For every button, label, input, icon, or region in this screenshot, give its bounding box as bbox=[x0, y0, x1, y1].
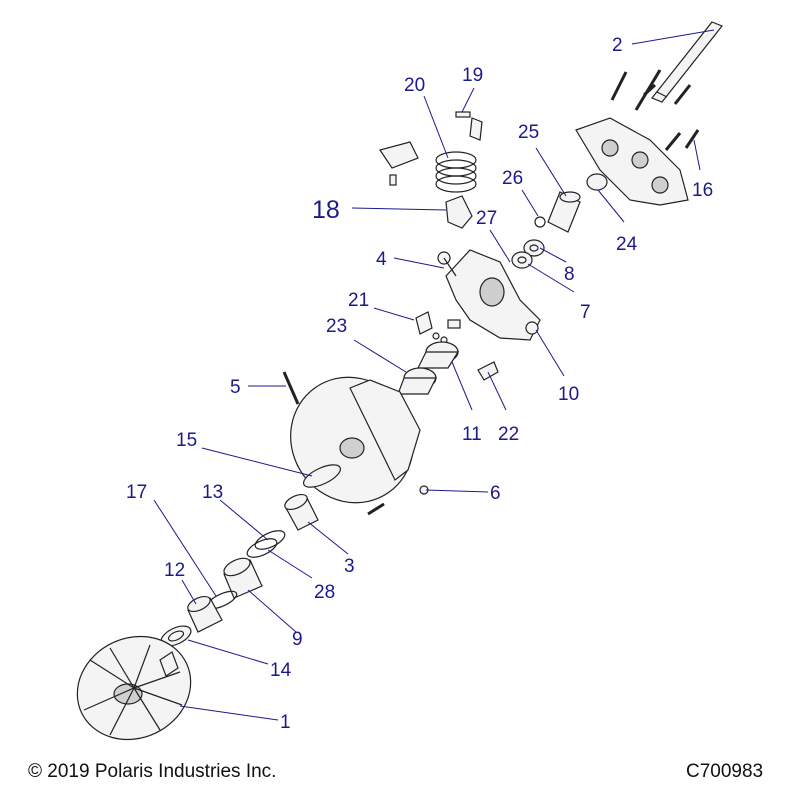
leader-lines bbox=[153, 29, 715, 721]
callout-14: 14 bbox=[270, 660, 292, 681]
callout-21: 21 bbox=[348, 290, 369, 311]
callout-19: 19 bbox=[462, 65, 483, 86]
part-7-washer bbox=[511, 251, 533, 269]
part-12-bearing bbox=[187, 595, 223, 633]
part-23-bushing bbox=[397, 367, 437, 395]
part-21-bushing bbox=[415, 311, 433, 335]
part-15-ring bbox=[302, 464, 342, 488]
part-4-housing bbox=[437, 249, 541, 341]
callout-18: 18 bbox=[312, 196, 340, 224]
callout-13: 13 bbox=[202, 482, 223, 503]
callout-22: 22 bbox=[498, 424, 519, 445]
callout-1: 1 bbox=[280, 712, 291, 733]
callout-20: 20 bbox=[404, 75, 425, 96]
part-bolt-lower bbox=[367, 502, 385, 516]
part-20-spring bbox=[435, 151, 477, 193]
callout-24: 24 bbox=[616, 234, 638, 255]
callout-16: 16 bbox=[692, 180, 713, 201]
callout-12: 12 bbox=[164, 560, 185, 581]
callout-labels: 2 19 20 18 25 26 27 4 8 7 21 23 10 11 22… bbox=[126, 35, 713, 733]
callout-10: 10 bbox=[558, 384, 579, 405]
callout-23: 23 bbox=[326, 316, 347, 337]
part-8-washer bbox=[523, 239, 545, 257]
callout-3: 3 bbox=[344, 556, 355, 577]
part-2-shaft bbox=[651, 21, 723, 103]
callout-26: 26 bbox=[502, 168, 523, 189]
callout-5: 5 bbox=[230, 377, 241, 398]
part-5-pin bbox=[282, 371, 300, 405]
part-25-roller bbox=[547, 191, 581, 233]
part-3-bushing bbox=[284, 493, 319, 531]
callout-11: 11 bbox=[462, 424, 482, 445]
callout-25: 25 bbox=[518, 122, 539, 143]
callout-27: 27 bbox=[476, 208, 497, 229]
part-small-rollers bbox=[432, 319, 461, 344]
callout-28: 28 bbox=[314, 582, 335, 603]
callout-4: 4 bbox=[376, 249, 387, 270]
copyright-notice: © 2019 Polaris Industries Inc. bbox=[28, 761, 277, 782]
callout-15: 15 bbox=[176, 430, 197, 451]
drawing-id: C700983 bbox=[686, 761, 764, 782]
part-11-bushing bbox=[417, 341, 460, 369]
part-13-28-rings bbox=[246, 530, 286, 558]
part-9-bearing bbox=[223, 557, 263, 599]
callout-17: 17 bbox=[126, 482, 147, 503]
part-26-oring bbox=[534, 216, 546, 228]
callout-8: 8 bbox=[564, 264, 575, 285]
part-22-pin bbox=[477, 361, 499, 381]
part-upper-arm bbox=[379, 141, 419, 186]
callout-9: 9 bbox=[292, 629, 303, 650]
callout-2: 2 bbox=[612, 35, 623, 56]
part-24-spider bbox=[575, 117, 689, 206]
callout-6: 6 bbox=[490, 483, 501, 504]
part-bolts-upper bbox=[610, 69, 700, 151]
part-1-stationary-sheave bbox=[76, 635, 192, 741]
part-19-pin bbox=[455, 111, 483, 141]
callout-7: 7 bbox=[580, 302, 591, 323]
part-18-weight bbox=[445, 195, 473, 229]
